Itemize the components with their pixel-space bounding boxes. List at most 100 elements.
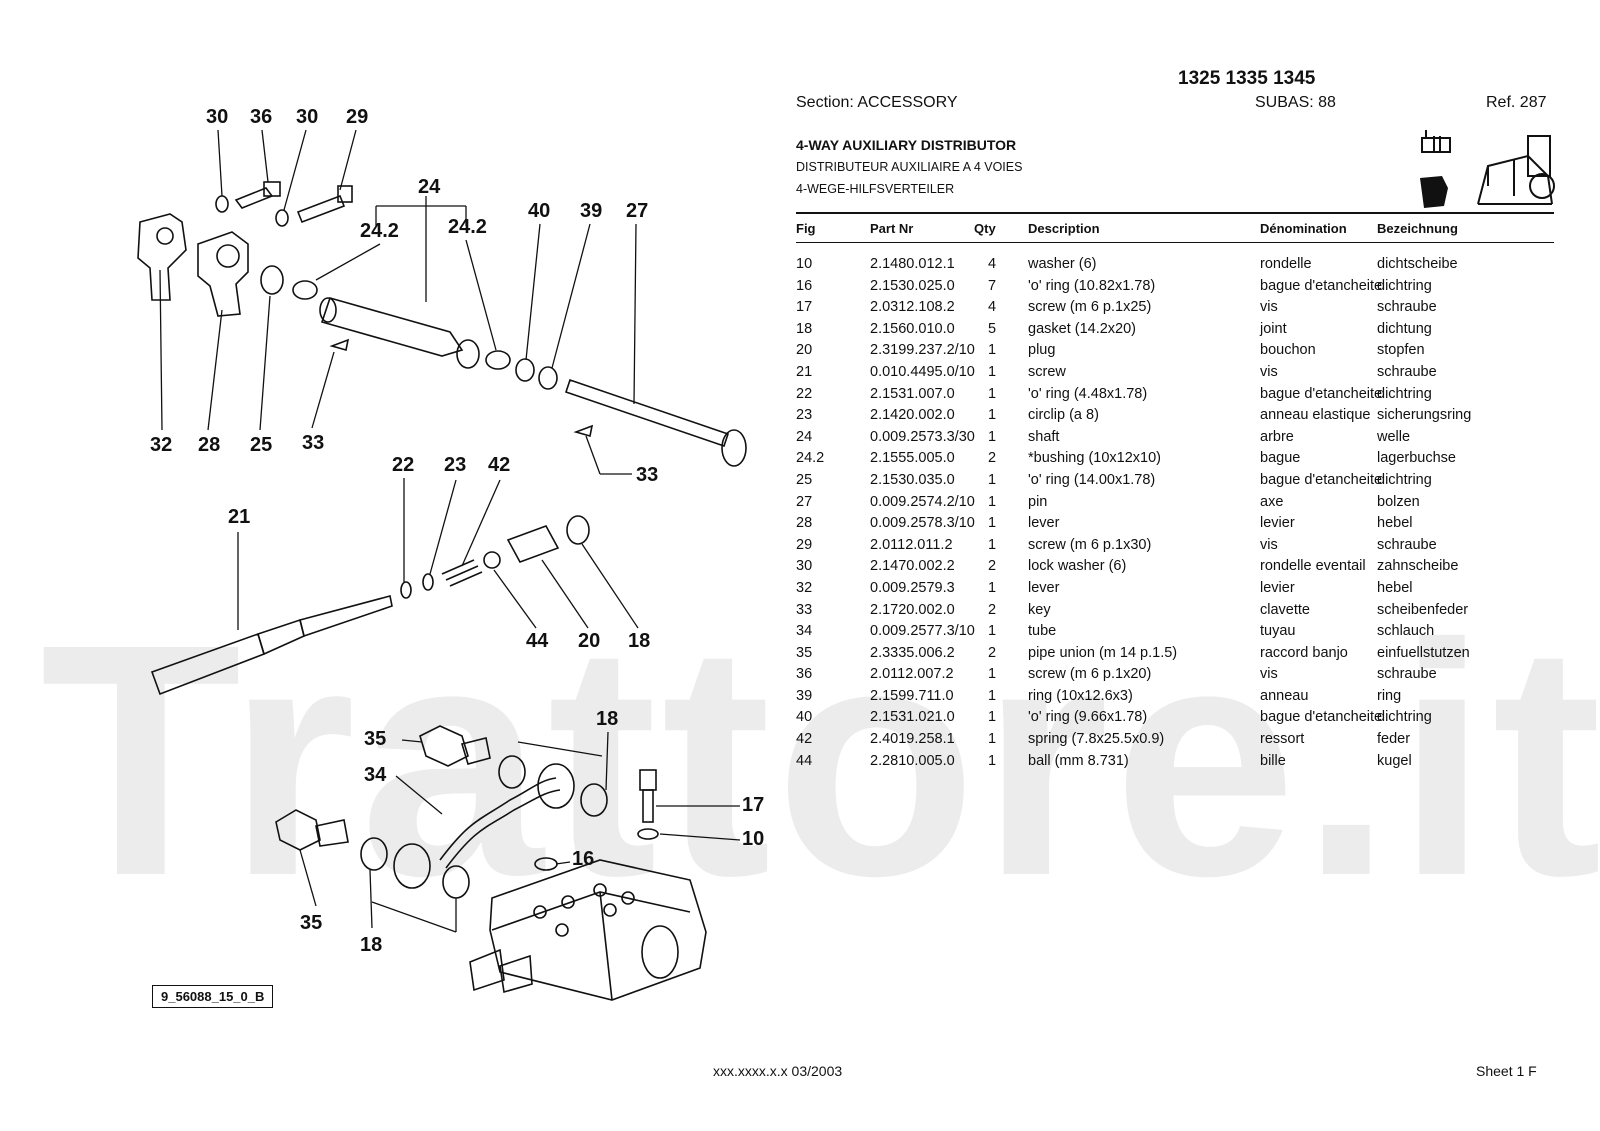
cell-description: pin: [1028, 493, 1048, 510]
ref-label: Ref. 287: [1486, 94, 1547, 111]
cell-qty: 1: [988, 536, 997, 553]
cell-bezeichnung: dichtring: [1377, 709, 1432, 726]
cell-description: screw (m 6 p.1x30): [1028, 536, 1152, 553]
cell-description: shaft: [1028, 428, 1060, 445]
callout-16: 16: [572, 848, 595, 870]
cell-description: key: [1028, 601, 1051, 618]
cell-part-number: 2.1470.002.2: [870, 558, 955, 575]
exploded-parts-diagram: [137, 129, 747, 1001]
cell-fig: 28: [796, 515, 813, 532]
callout-39: 39: [580, 200, 603, 222]
cell-part-number: 2.3335.006.2: [870, 644, 955, 661]
table-header-rule: [796, 242, 1554, 243]
callout-18: 18: [628, 630, 651, 652]
cell-denomination: raccord banjo: [1260, 644, 1348, 661]
cell-qty: 4: [988, 256, 997, 272]
cell-bezeichnung: einfuellstutzen: [1377, 644, 1470, 661]
cell-denomination: vis: [1260, 299, 1278, 316]
cell-denomination: anneau: [1260, 687, 1309, 704]
cell-bezeichnung: stopfen: [1377, 342, 1425, 359]
footer-code: xxx.xxxx.x.x 03/2003: [713, 1063, 843, 1079]
cell-bezeichnung: ring: [1377, 687, 1402, 704]
cell-description: *bushing (10x12x10): [1028, 450, 1162, 467]
cell-denomination: ressort: [1260, 731, 1305, 748]
callout-17: 17: [742, 794, 765, 816]
cell-part-number: 2.1531.007.0: [870, 385, 955, 402]
col-header-denomination: Dénomination: [1260, 221, 1347, 236]
cell-description: ring (10x12.6x3): [1028, 687, 1133, 704]
callout-33: 33: [636, 464, 659, 486]
cell-qty: 1: [988, 428, 997, 445]
cell-bezeichnung: hebel: [1377, 579, 1413, 596]
cell-fig: 33: [796, 601, 813, 618]
callout-34: 34: [364, 764, 387, 786]
callout-36: 36: [250, 106, 273, 128]
cell-denomination: vis: [1260, 536, 1278, 553]
cell-fig: 10: [796, 256, 813, 272]
cell-part-number: 2.2810.005.0: [870, 752, 955, 769]
cell-fig: 20: [796, 342, 813, 359]
cell-fig: 44: [796, 752, 813, 769]
cell-denomination: bague d'etancheite: [1260, 385, 1383, 402]
col-header-qty: Qty: [974, 221, 996, 236]
cell-part-number: 2.1480.012.1: [870, 256, 955, 272]
cell-part-number: 2.1530.025.0: [870, 277, 955, 294]
cell-qty: 5: [988, 320, 997, 337]
cell-denomination: axe: [1260, 493, 1284, 510]
cell-part-number: 2.0312.108.2: [870, 299, 955, 316]
callout-10: 10: [742, 828, 765, 850]
cell-denomination: rondelle eventail: [1260, 558, 1366, 575]
cell-description: circlip (a 8): [1028, 407, 1099, 424]
cell-part-number: 0.009.2579.3: [870, 579, 955, 596]
cell-part-number: 2.1531.021.0: [870, 709, 955, 726]
cell-description: lock washer (6): [1028, 558, 1127, 575]
cell-qty: 1: [988, 515, 997, 532]
callout-18: 18: [360, 934, 383, 956]
callout-44: 44: [526, 630, 549, 652]
drawing-reference: 9_56088_15_0_B: [152, 985, 274, 1008]
cell-qty: 2: [988, 601, 997, 618]
callout-27: 27: [626, 200, 649, 222]
cell-description: screw: [1028, 363, 1066, 380]
cell-bezeichnung: schraube: [1377, 363, 1437, 380]
title-english: 4-WAY AUXILIARY DISTRIBUTOR: [796, 137, 1017, 153]
cell-qty: 1: [988, 579, 997, 596]
cell-fig: 23: [796, 407, 813, 424]
callout-20: 20: [578, 630, 601, 652]
cell-bezeichnung: schlauch: [1377, 623, 1435, 640]
cell-description: lever: [1028, 515, 1060, 532]
cell-part-number: 2.1530.035.0: [870, 471, 955, 488]
cell-denomination: bague d'etancheite: [1260, 277, 1383, 294]
cell-qty: 1: [988, 731, 997, 748]
cell-denomination: anneau elastique: [1260, 407, 1371, 424]
cell-qty: 2: [988, 450, 997, 467]
cell-denomination: vis: [1260, 666, 1278, 683]
callout-30: 30: [206, 106, 229, 128]
cell-description: gasket (14.2x20): [1028, 320, 1137, 337]
cell-description: ball (mm 8.731): [1028, 752, 1129, 769]
callout-24-2: 24.2: [448, 216, 487, 238]
callout-30: 30: [296, 106, 319, 128]
callout-40: 40: [528, 200, 551, 222]
cell-fig: 22: [796, 385, 813, 402]
callout-35: 35: [364, 728, 387, 750]
cell-fig: 32: [796, 579, 813, 596]
cell-qty: 1: [988, 363, 997, 380]
callout-18: 18: [596, 708, 619, 730]
cell-fig: 35: [796, 644, 813, 661]
cell-denomination: tuyau: [1260, 623, 1296, 640]
cell-description: 'o' ring (14.00x1.78): [1028, 471, 1156, 488]
